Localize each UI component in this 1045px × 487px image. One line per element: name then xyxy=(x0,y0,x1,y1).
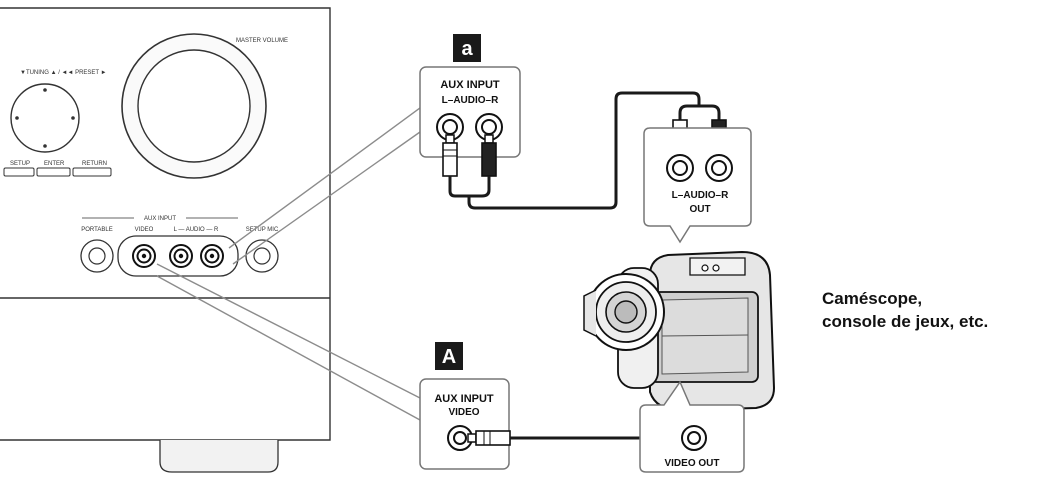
device-caption-line2: console de jeux, etc. xyxy=(822,312,989,331)
video-out-label: VIDEO OUT xyxy=(664,458,719,469)
audio-cable xyxy=(448,91,721,210)
return-button[interactable] xyxy=(72,167,112,177)
setup-button[interactable] xyxy=(3,167,35,177)
badge-a-upper xyxy=(435,342,463,370)
av-receiver: MASTER VOLUME ▼TUNING ▲ / ◄◄ PRESET ► SE… xyxy=(0,7,331,473)
aux-input-label: AUX INPUT xyxy=(144,216,176,222)
master-volume-knob[interactable] xyxy=(121,33,267,179)
audio-out-label-line1: L–AUDIO–R xyxy=(672,190,729,201)
enter-label: ENTER xyxy=(44,161,65,167)
audio-right-input-jack[interactable] xyxy=(200,244,224,268)
aux-audio-input-sub: L–AUDIO–R xyxy=(442,95,499,106)
setup-label: SETUP xyxy=(10,161,30,167)
aux-video-input-title: AUX INPUT xyxy=(434,393,494,405)
audio-out-label-line2: OUT xyxy=(689,204,710,215)
video-out-jack[interactable] xyxy=(681,425,707,451)
aux-audio-left-jack[interactable] xyxy=(436,113,464,141)
aux-video-input-callout: A AUX INPUT VIDEO xyxy=(419,342,510,470)
badge-a-lower xyxy=(453,34,481,62)
camcorder-illustration xyxy=(583,250,776,427)
audio-input-plugs xyxy=(442,134,497,177)
black-rca-plug xyxy=(481,142,497,177)
white-rca-plug xyxy=(442,142,458,177)
setup-mic-label: SETUP MIC xyxy=(246,227,279,233)
tuning-preset-label: ▼TUNING ▲ / ◄◄ PRESET ► xyxy=(20,70,107,76)
aux-audio-input-callout: a AUX INPUT L–AUDIO–R xyxy=(419,34,521,158)
audio-out-left-jack[interactable] xyxy=(666,154,694,182)
badge-a-upper-text: A xyxy=(442,346,456,368)
tuning-dial[interactable] xyxy=(10,83,80,153)
return-label: RETURN xyxy=(82,161,107,167)
portable-jack[interactable] xyxy=(80,239,114,273)
enter-button[interactable] xyxy=(36,167,71,177)
aux-audio-input-title: AUX INPUT xyxy=(440,79,500,91)
receiver-foot xyxy=(159,440,279,473)
setup-mic-jack[interactable] xyxy=(245,239,279,273)
device-caption: Caméscope, console de jeux, etc. xyxy=(822,287,988,333)
portable-label: PORTABLE xyxy=(81,227,112,233)
video-label: VIDEO xyxy=(135,227,154,233)
audio-left-input-jack[interactable] xyxy=(169,244,193,268)
video-out-callout: VIDEO OUT xyxy=(639,380,745,473)
aux-video-input-sub: VIDEO xyxy=(448,407,479,418)
badge-a-lower-text: a xyxy=(461,38,473,60)
l-audio-r-label: L — AUDIO — R xyxy=(174,227,219,233)
audio-out-right-jack[interactable] xyxy=(705,154,733,182)
audio-out-callout: L–AUDIO–R OUT xyxy=(643,127,752,244)
master-volume-label: MASTER VOLUME xyxy=(236,38,288,44)
video-input-jack[interactable] xyxy=(132,244,156,268)
device-caption-line1: Caméscope, xyxy=(822,289,923,308)
